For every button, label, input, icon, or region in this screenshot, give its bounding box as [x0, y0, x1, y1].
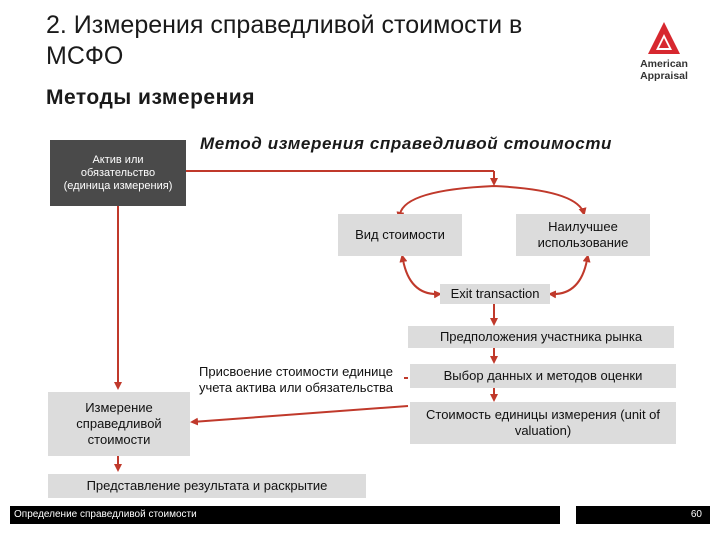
exit-transaction-box: Exit transaction [440, 284, 550, 304]
asset-liability-box: Актив или обязательство (единица измерен… [50, 140, 186, 206]
measurement-box: Измерение справедливой стоимости [48, 392, 190, 456]
best-use-box: Наилучшее использование [516, 214, 650, 256]
participant-assumptions-box: Предположения участника рынка [408, 326, 674, 348]
american-appraisal-logo-icon [648, 22, 680, 54]
data-methods-box: Выбор данных и методов оценки [410, 364, 676, 388]
presentation-box: Представление результата и раскрытие [48, 474, 366, 498]
assign-value-text: Присвоение стоимости единице учета актив… [198, 364, 394, 395]
page-subtitle: Методы измерения [46, 86, 255, 109]
footer-text: Определение справедливой стоимости [10, 506, 560, 524]
page-number: 60 [576, 506, 710, 524]
value-type-box: Вид стоимости [338, 214, 462, 256]
page-title: 2. Измерения справедливой стоимости в МС… [46, 11, 523, 70]
unit-value-box: Стоимость единицы измерения (unit of val… [410, 402, 676, 444]
logo-text: American Appraisal [640, 58, 688, 82]
method-title: Метод измерения справедливой стоимости [200, 134, 613, 153]
